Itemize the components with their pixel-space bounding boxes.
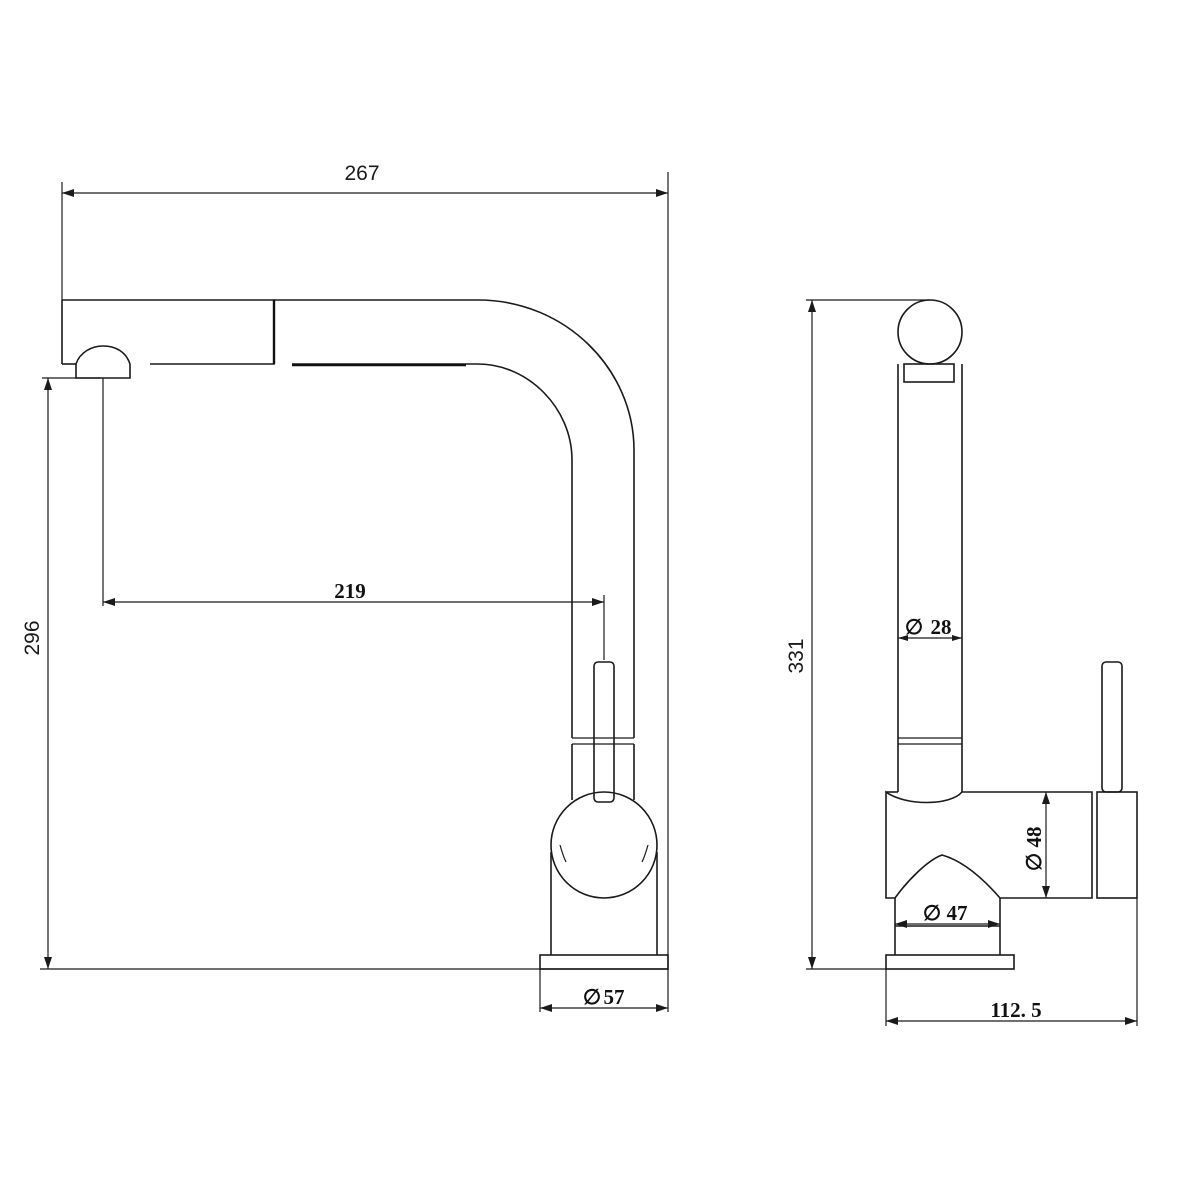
dim-body-diameter: ∅ 48: [1022, 792, 1050, 898]
dim-side-height: 331: [785, 299, 930, 970]
front-view: 267 296 219: [21, 162, 669, 1012]
dim-neck-diameter: ∅ 47: [895, 901, 1000, 928]
dim-overall-width-label: 267: [344, 162, 379, 185]
dim-side-height-label: 331: [785, 638, 808, 673]
dim-spout-reach-label: 219: [334, 579, 366, 603]
spout-front: [61, 299, 635, 800]
dim-base-diameter-symbol: ∅: [583, 985, 601, 1009]
dim-overall-height: 296: [21, 377, 668, 970]
side-view: 331 ∅ 28: [785, 299, 1138, 1026]
body-front: [539, 791, 669, 970]
lever-side: [1096, 661, 1138, 899]
dim-base-diameter-label: 57: [604, 985, 625, 1009]
dim-side-depth: 112. 5: [885, 898, 1138, 1026]
dim-spout-diameter-label: 28: [931, 615, 952, 639]
dim-side-depth-label: 112. 5: [990, 998, 1041, 1022]
dim-body-diameter-label: 48: [1022, 827, 1046, 848]
body-side: [885, 790, 1093, 970]
dim-overall-height-label: 296: [21, 620, 44, 655]
dim-base-diameter: ∅ 57: [539, 969, 668, 1012]
dim-overall-width: 267: [61, 162, 669, 1012]
dim-body-diameter-symbol: ∅: [1022, 853, 1046, 871]
dim-neck-diameter-symbol: ∅: [923, 901, 941, 925]
dim-spout-reach: 219: [102, 378, 605, 660]
dim-neck-diameter-label: 47: [947, 901, 968, 925]
spout-side: ∅ 28: [897, 299, 963, 792]
lever-front: [593, 661, 615, 803]
dim-spout-diameter-symbol: ∅: [905, 615, 923, 639]
